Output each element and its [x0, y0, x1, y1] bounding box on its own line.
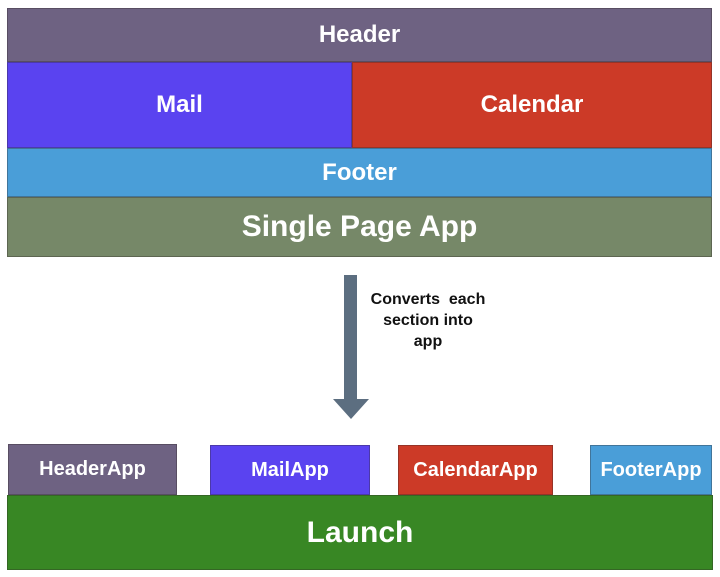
calendar-app-label: CalendarApp: [413, 458, 538, 481]
spa-header-label: Header: [318, 21, 401, 48]
footer-app-block: FooterApp: [590, 445, 712, 495]
mail-app-label: MailApp: [251, 458, 329, 481]
spa-calendar-label: Calendar: [480, 91, 584, 118]
spa-calendar-block: Calendar: [352, 62, 712, 148]
down-arrow-icon: [333, 399, 369, 419]
footer-app-label: FooterApp: [600, 458, 702, 481]
spa-header-block: Header: [7, 8, 712, 62]
spa-footer-block: Footer: [7, 148, 712, 197]
header-app-block: HeaderApp: [8, 444, 177, 495]
spa-mail-block: Mail: [7, 62, 352, 148]
launch-label: Launch: [306, 515, 414, 549]
header-app-label: HeaderApp: [39, 458, 146, 480]
spa-title-label: Single Page App: [241, 210, 478, 243]
arrow-caption: Converts each section into app: [370, 291, 486, 350]
mail-app-block: MailApp: [210, 445, 370, 495]
down-arrow-stem: [344, 275, 357, 400]
spa-title-block: Single Page App: [7, 197, 712, 257]
spa-footer-label: Footer: [322, 158, 397, 186]
calendar-app-block: CalendarApp: [398, 445, 553, 495]
launch-block: Launch: [7, 495, 713, 570]
spa-mail-label: Mail: [156, 91, 203, 118]
